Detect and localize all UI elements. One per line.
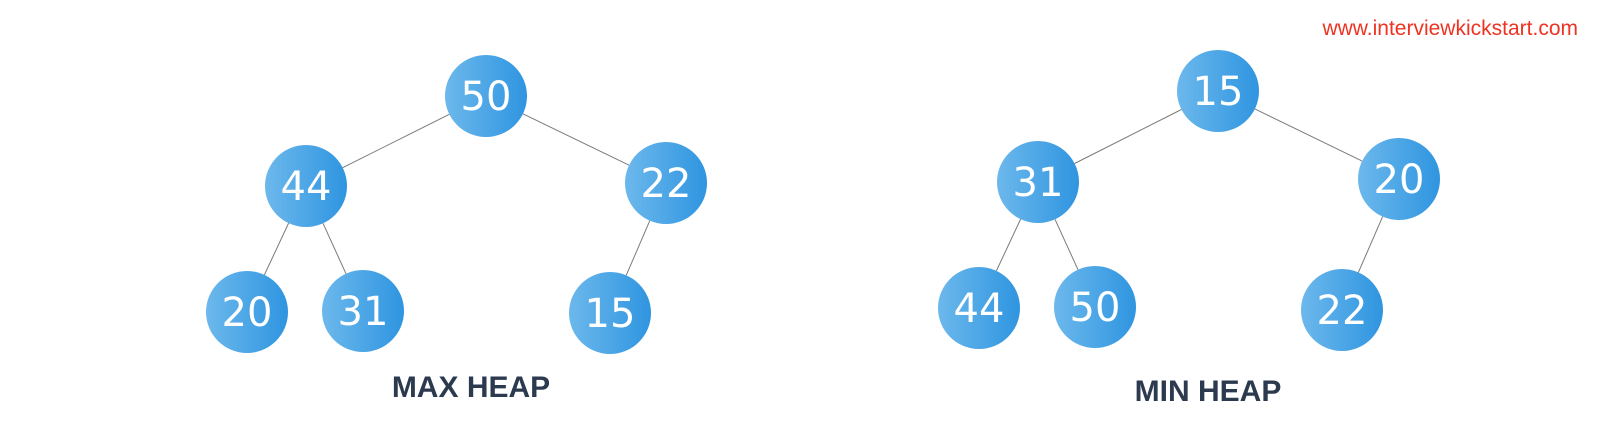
node-circle (1177, 50, 1259, 132)
min-heap-edge-15-31 (1074, 109, 1182, 164)
max-heap-edge-22-15 (625, 220, 651, 276)
node-circle (322, 270, 404, 352)
max-heap-node-44: 44 (265, 145, 347, 227)
min-heap-node-50: 50 (1054, 266, 1136, 348)
node-label: 44 (281, 164, 332, 210)
min-heap-node-44: 44 (938, 267, 1020, 349)
node-label: 15 (1193, 69, 1244, 115)
node-label: 15 (585, 291, 636, 337)
min-heap-node-15: 15 (1177, 50, 1259, 132)
node-circle (1054, 266, 1136, 348)
node-label: 31 (1013, 160, 1064, 206)
node-label: 50 (461, 74, 512, 120)
node-circle (997, 141, 1079, 223)
node-label: 50 (1070, 285, 1121, 331)
max-heap-edge-50-22 (522, 113, 630, 166)
site-url: www.interviewkickstart.com (1321, 17, 1578, 40)
max-heap-edge-44-31 (322, 223, 347, 274)
node-circle (938, 267, 1020, 349)
node-label: 20 (222, 290, 273, 336)
max-heap-node-22: 22 (625, 142, 707, 224)
max-heap-node-31: 31 (322, 270, 404, 352)
node-circle (206, 271, 288, 353)
node-label: 20 (1374, 157, 1425, 203)
node-label: 22 (1317, 288, 1368, 334)
node-label: 22 (641, 161, 692, 207)
max-heap-edge-44-20 (263, 222, 290, 276)
min-heap-node-31: 31 (997, 141, 1079, 223)
min-heap-node-22: 22 (1301, 269, 1383, 351)
node-label: 31 (338, 289, 389, 335)
max-heap-node-20: 20 (206, 271, 288, 353)
max-heap-caption: MAX HEAP (392, 371, 550, 404)
min-heap-caption: MIN HEAP (1135, 375, 1282, 408)
node-circle (265, 145, 347, 227)
node-circle (569, 272, 651, 354)
min-heap-edge-15-20 (1254, 108, 1363, 162)
node-circle (1301, 269, 1383, 351)
min-heap-edge-31-44 (995, 218, 1022, 272)
node-circle (625, 142, 707, 224)
max-heap-node-15: 15 (569, 272, 651, 354)
node-circle (445, 55, 527, 137)
node-label: 44 (954, 286, 1005, 332)
min-heap-edge-20-22 (1357, 216, 1384, 273)
max-heap-edge-50-44 (342, 113, 450, 169)
node-circle (1358, 138, 1440, 220)
max-heap-node-50: 50 (445, 55, 527, 137)
min-heap-node-20: 20 (1358, 138, 1440, 220)
min-heap-edge-31-50 (1054, 219, 1079, 270)
